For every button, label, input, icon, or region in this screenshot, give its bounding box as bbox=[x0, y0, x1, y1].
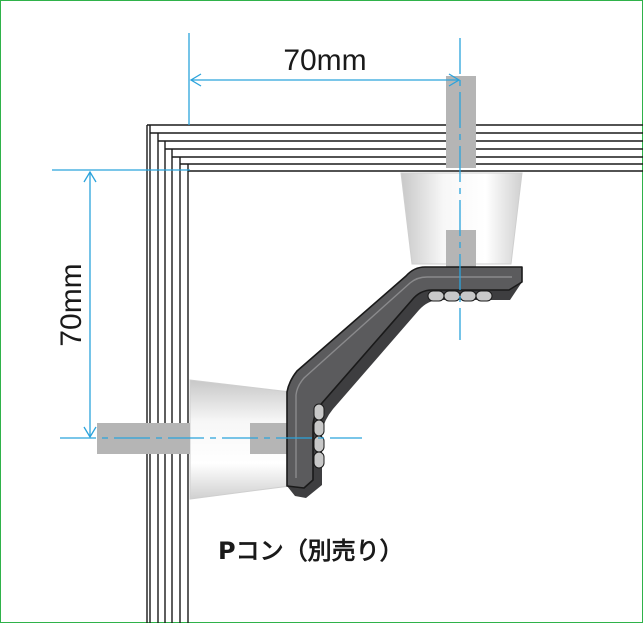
left-panel bbox=[146, 125, 189, 623]
dimension-lines bbox=[52, 33, 461, 439]
dimension-label-vertical: 70mm bbox=[55, 263, 88, 346]
p-cone-caption: Pコン（別売り） bbox=[218, 537, 404, 565]
bracket-bolts-left bbox=[313, 403, 325, 469]
bracket-inner-edge bbox=[295, 276, 512, 478]
top-panel bbox=[147, 124, 643, 172]
p-cone-top bbox=[400, 172, 523, 265]
dimension-label-horizontal: 70mm bbox=[283, 44, 366, 77]
